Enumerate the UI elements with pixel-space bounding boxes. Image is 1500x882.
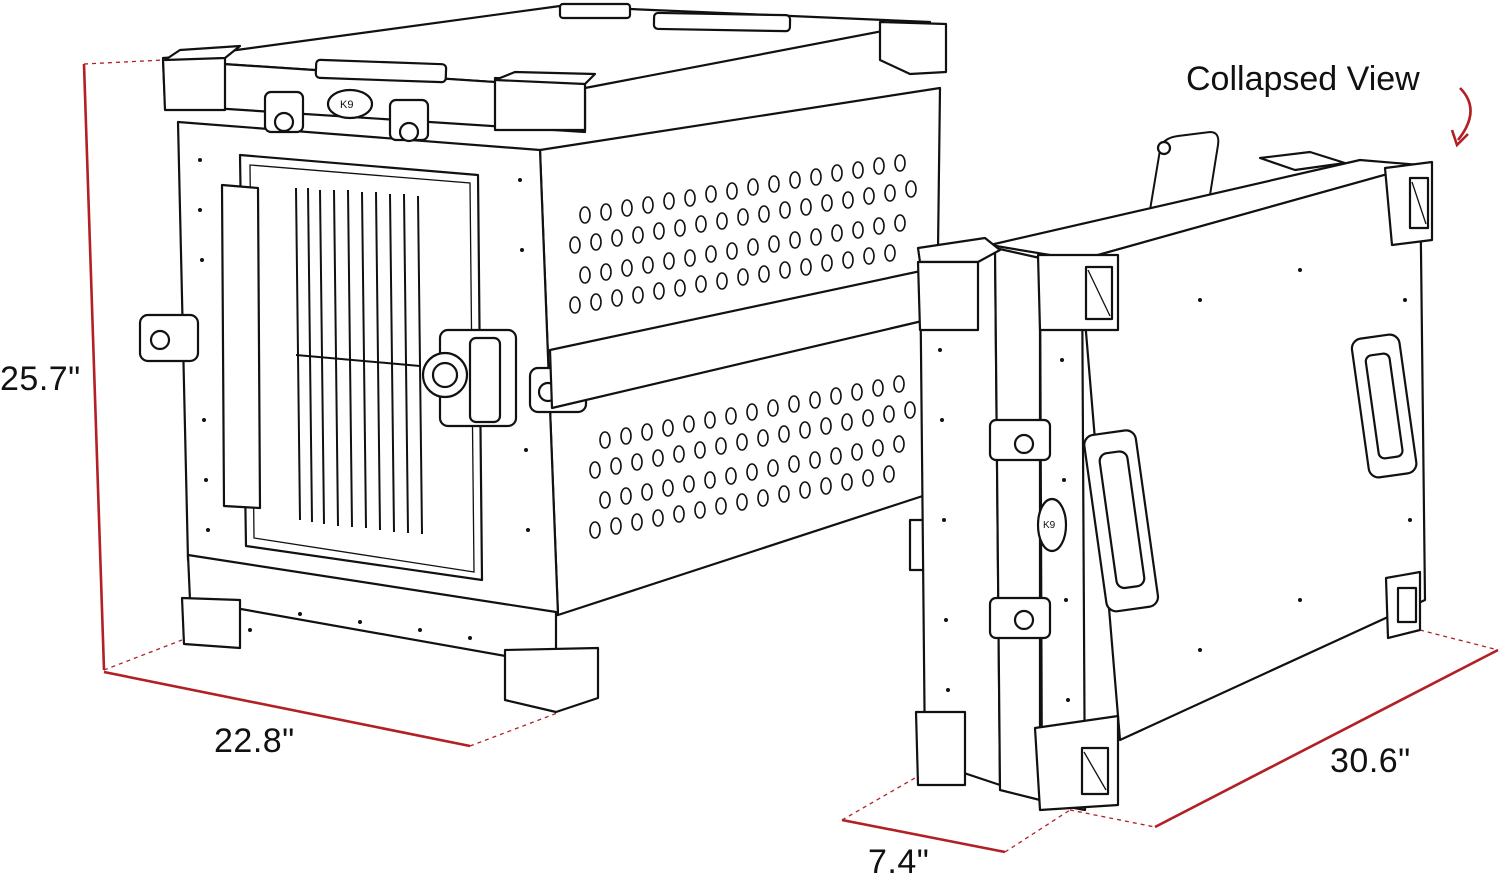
svg-text:K9: K9 [1043,520,1056,531]
collapsed-width-label: 7.4" [868,843,930,881]
height-label: 25.7" [0,360,81,398]
height-dimension-line [82,63,106,671]
width-label: 22.8" [214,722,295,760]
open-crate: K9 [138,2,948,714]
depth-label: 30.6" [1330,742,1411,780]
dimension-lines [82,59,1499,854]
collapsed-crate: K9 [914,130,1434,812]
depth-dimension-line [1154,648,1499,829]
width-dimension-line [103,670,471,748]
svg-text:K9: K9 [340,99,353,111]
collapsed-width-dimension-line [841,818,1006,854]
collapsed-view-label: Collapsed View [1186,60,1420,98]
curved-arrow-down-icon [1450,87,1472,148]
